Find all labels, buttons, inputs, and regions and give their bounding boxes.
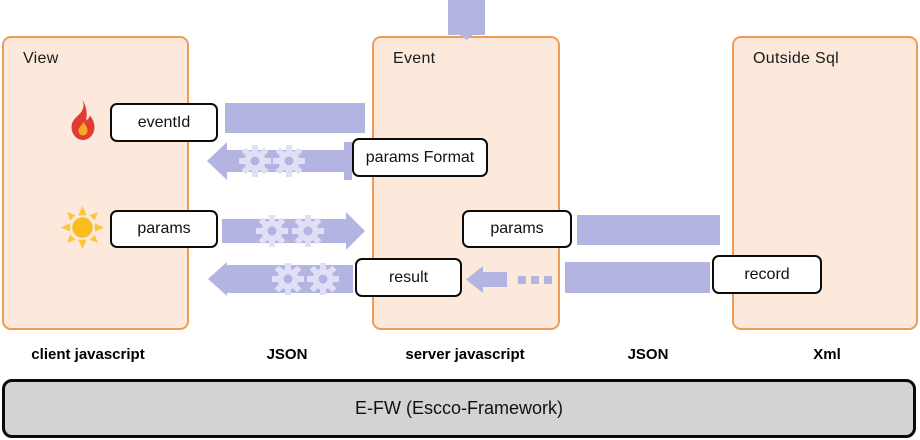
record-label-text: record [744,265,790,283]
framework-footer-label: E-FW (Escco-Framework) [355,398,563,418]
bottom-label-json-left: JSON [266,346,308,363]
params-format-label-text: params Format [365,148,475,166]
event-id-label: eventId [110,103,218,142]
params-format-return-arrow-icon [207,142,352,180]
record-to-result-arrow-icon [466,266,507,293]
result-label-text: result [388,268,429,286]
record-return-flow-bar [565,262,710,293]
result-label: result [355,258,462,297]
framework-footer: E-FW (Escco-Framework) [2,379,916,438]
bottom-label-client-javascript: client javascript [31,346,145,363]
params-event-label: params [462,210,572,248]
params-view-label: params [110,210,218,248]
params-submit-arrow-icon [222,212,365,250]
ellipsis-dot [544,276,552,284]
sun-icon [61,206,104,249]
params-to-sql-flow-bar [577,215,720,245]
view-panel: View [2,36,189,330]
ellipsis-dot [531,276,539,284]
ellipsis-dot [518,276,526,284]
ellipsis-icon [518,276,552,284]
event-id-flow-bar [225,103,365,133]
params-view-label-text: params [137,220,191,237]
view-panel-title: View [23,50,59,67]
outside-sql-panel-title: Outside Sql [753,50,840,67]
bottom-label-server-javascript: server javascript [405,346,525,363]
bottom-label-xml: Xml [813,346,841,363]
params-event-label-text: params [490,220,544,237]
params-format-label: params Format [352,138,488,177]
event-id-label-text: eventId [137,113,191,131]
record-label: record [712,255,822,294]
incoming-request-arrow-icon [448,0,485,40]
result-return-arrow-icon [208,262,353,296]
bottom-label-json-right: JSON [627,346,669,363]
fire-icon [71,100,95,140]
event-panel-title: Event [393,50,436,67]
